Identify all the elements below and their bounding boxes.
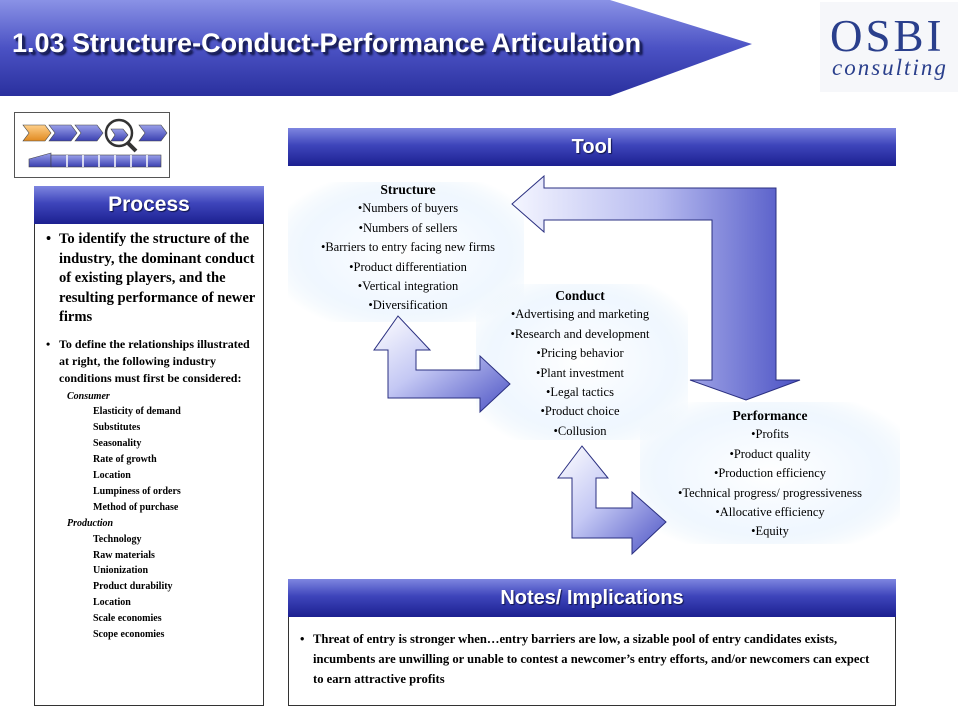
banner-arrow-shape (0, 0, 752, 96)
tool-header: Tool (288, 128, 896, 166)
logo-wordmark: OSBI (830, 11, 945, 61)
process-bullet: To define the relationships illustrated … (43, 336, 257, 387)
structure-item: •Numbers of buyers (357, 201, 459, 216)
performance-item: •Equity (751, 524, 789, 539)
performance-item: •Allocative efficiency (715, 505, 825, 520)
structure-item: •Product differentiation (349, 259, 467, 274)
conduct-item: •Legal tactics (546, 385, 614, 400)
process-flow-icon (14, 112, 170, 178)
production-item: Scope economies (93, 629, 165, 641)
structure-item: •Vertical integration (357, 279, 459, 294)
conduct-item: •Plant investment (535, 365, 625, 380)
title-banner: 1.03 Structure-Conduct-Performance Artic… (0, 0, 760, 96)
conduct-performance-arrow (557, 445, 667, 556)
performance-block: Performance •Profits •Product quality •P… (644, 406, 896, 542)
consumer-item: Seasonality (93, 438, 142, 450)
consumer-item: Method of purchase (93, 501, 179, 513)
process-panel: To identify the structure of the industr… (34, 224, 264, 706)
production-item: Raw materials (93, 549, 155, 561)
consumer-item: Elasticity of demand (93, 406, 181, 418)
osbi-logo: OSBI consulting (820, 2, 958, 92)
structure-item: •Diversification (368, 298, 448, 313)
production-item: Technology (93, 533, 142, 545)
notes-header: Notes/ Implications (288, 579, 896, 617)
production-label: Production (67, 517, 114, 529)
conduct-block: Conduct •Advertising and marketing •Rese… (480, 286, 680, 441)
feedback-loop-arrow (511, 174, 801, 401)
scp-diagram (288, 174, 900, 556)
performance-item: •Production efficiency (713, 466, 827, 481)
consumer-item: Lumpiness of orders (93, 485, 181, 497)
conduct-glow (476, 284, 688, 440)
performance-item: •Product quality (729, 446, 811, 461)
production-item: Unionization (93, 565, 149, 577)
conduct-item: •Advertising and marketing (510, 307, 650, 322)
production-item: Product durability (93, 581, 173, 593)
production-item: Scale economies (93, 613, 162, 625)
conduct-item: •Product choice (540, 404, 620, 419)
performance-item: •Technical progress/ progressiveness (677, 485, 862, 500)
conduct-item: •Research and development (510, 326, 650, 341)
structure-block: Structure •Numbers of buyers •Numbers of… (288, 180, 528, 316)
performance-title: Performance (732, 408, 808, 423)
industry-conditions-list: Consumer Elasticity of demand Substitute… (41, 389, 257, 644)
process-header: Process (34, 186, 264, 224)
logo-tagline: consulting (832, 55, 948, 80)
consumer-item: Location (93, 470, 131, 482)
structure-item: •Barriers to entry facing new firms (320, 240, 496, 255)
consumer-item: Rate of growth (93, 454, 157, 466)
page-title: 1.03 Structure-Conduct-Performance Artic… (12, 28, 642, 58)
consumer-item: Substitutes (93, 422, 141, 434)
consumer-label: Consumer (67, 390, 110, 402)
conduct-item: •Collusion (553, 423, 607, 438)
conduct-item: •Pricing behavior (536, 346, 624, 361)
structure-conduct-arrow (373, 315, 511, 414)
structure-item: •Numbers of sellers (358, 220, 458, 235)
performance-glow (640, 402, 900, 544)
notes-bullet: Threat of entry is stronger when…entry b… (297, 629, 881, 689)
conduct-title: Conduct (555, 288, 605, 303)
process-bullet: To identify the structure of the industr… (43, 230, 257, 328)
structure-title: Structure (380, 182, 436, 197)
notes-panel: Threat of entry is stronger when…entry b… (288, 617, 896, 706)
structure-glow (288, 182, 524, 322)
performance-item: •Profits (751, 427, 789, 442)
production-item: Location (93, 597, 131, 609)
